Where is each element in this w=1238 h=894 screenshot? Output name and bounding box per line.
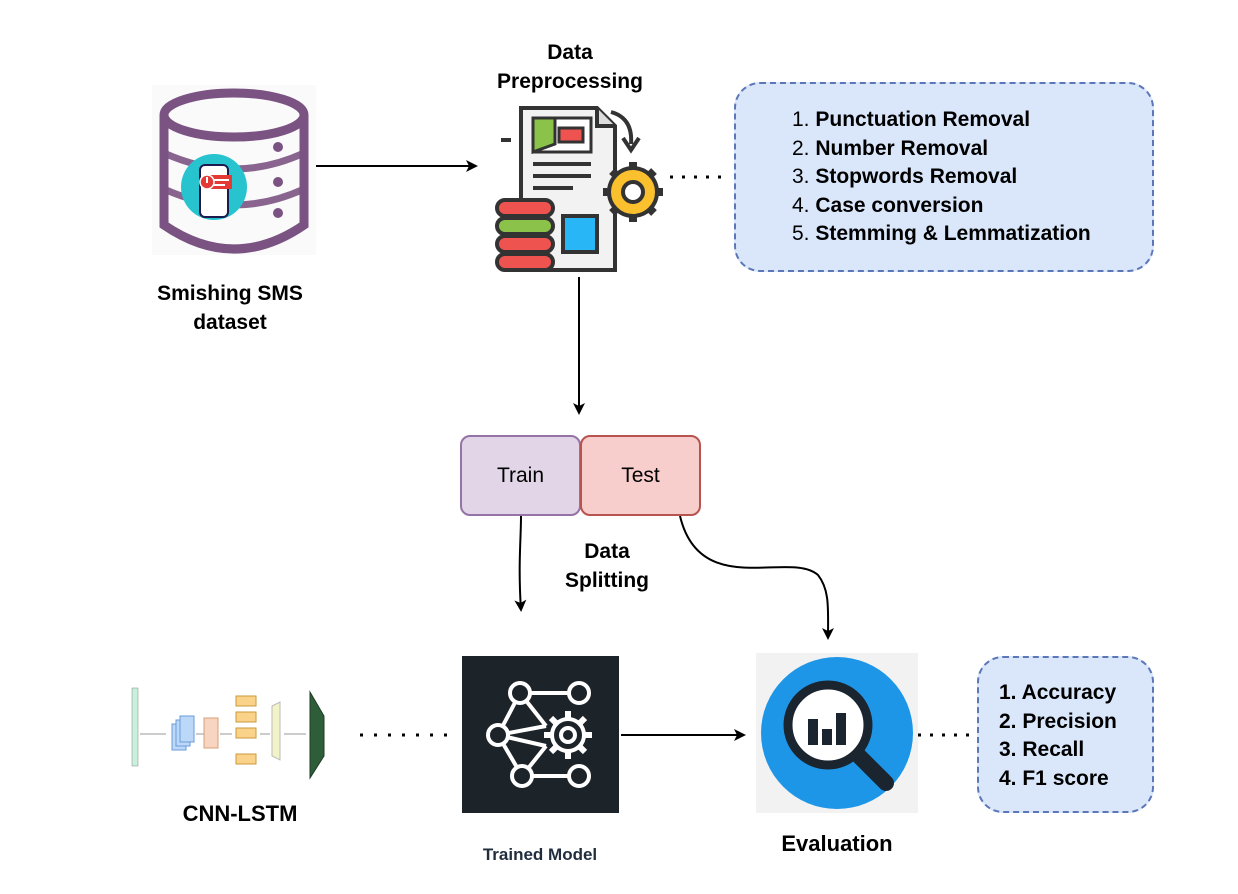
step-text: Stemming & Lemmatization	[815, 222, 1091, 245]
splitting-label-line1: Data	[584, 540, 630, 563]
step-text: Stopwords Removal	[815, 165, 1018, 188]
splitting-label: Data Splitting	[537, 537, 677, 595]
preprocessing-label-line1: Data	[547, 41, 593, 64]
step-text: Punctuation Removal	[815, 108, 1031, 131]
metric-item: 2. Precision	[999, 709, 1117, 733]
cnn-lstm-label: CNN-LSTM	[182, 801, 298, 826]
preprocessing-label: Data Preprocessing	[470, 38, 670, 96]
arrow-test-to-evaluation	[679, 515, 835, 640]
trained-model-label: Trained Model	[482, 845, 598, 864]
metrics-box: 1. Accuracy 2. Precision 3. Recall 4. F1 sc…	[977, 656, 1154, 813]
metric-item: 3. Recall	[999, 738, 1085, 761]
step-text: Number Removal	[815, 136, 989, 160]
train-box: Train	[460, 435, 581, 516]
metrics-list: 1. Accuracy 2. Precision 3. Recall 4. F1 sc…	[999, 679, 1117, 793]
preprocessing-step: 3. Stopwords Removal	[792, 163, 1091, 192]
splitting-label-line2: Splitting	[565, 569, 649, 592]
dataset-label-line2: dataset	[193, 311, 267, 334]
preprocessing-step: 5. Stemming & Lemmatization	[792, 220, 1091, 249]
evaluation-label: Evaluation	[781, 831, 893, 856]
train-label: Train	[496, 463, 545, 487]
preprocessing-step: 1. Punctuation Removal	[792, 106, 1091, 135]
arrow-train-to-model	[514, 515, 527, 612]
magnifier-chart-icon	[756, 653, 918, 813]
neural-network-gear-icon	[462, 656, 619, 813]
dataset-label-line1: Smishing SMS	[157, 282, 303, 305]
preprocessing-label-line2: Preprocessing	[497, 70, 643, 93]
metric-item: 1. Accuracy	[999, 681, 1117, 704]
step-number: 4.	[792, 193, 810, 217]
test-label: Test	[621, 463, 660, 487]
database-icon	[152, 85, 316, 255]
step-number: 5.	[792, 222, 810, 245]
document-gear-icon	[495, 106, 663, 272]
cnn-lstm-architecture-icon	[131, 687, 325, 780]
metric-item: 4. F1 score	[999, 766, 1109, 790]
dataset-label: Smishing SMS dataset	[130, 279, 330, 337]
step-number: 3.	[792, 165, 810, 188]
test-box: Test	[580, 435, 701, 516]
step-number: 1.	[792, 108, 810, 131]
preprocessing-step: 2. Number Removal	[792, 135, 1091, 164]
step-number: 2.	[792, 136, 810, 160]
step-text: Case conversion	[815, 193, 984, 217]
preprocessing-step: 4. Case conversion	[792, 192, 1091, 221]
